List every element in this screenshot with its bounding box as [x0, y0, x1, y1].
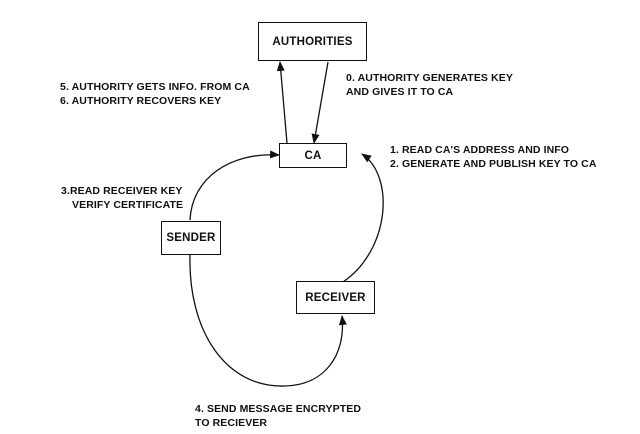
ca-node: CA	[279, 143, 347, 168]
label-line: VERIFY CERTIFICATE	[72, 199, 184, 211]
label-line: 6. AUTHORITY RECOVERS KEY	[60, 95, 222, 107]
arrow-authorities-to-ca	[311, 61, 329, 144]
label-line: TO RECIEVER	[195, 417, 268, 429]
authorities-node: AUTHORITIES	[258, 22, 367, 61]
sender-node: SENDER	[161, 221, 221, 255]
arrow-sender-to-receiver	[189, 254, 347, 387]
label-send-message: 4. SEND MESSAGE ENCRYPTED TO RECIEVER	[195, 402, 361, 430]
arrow-receiver-to-ca	[342, 153, 384, 283]
label-receiver-steps: 1. READ CA'S ADDRESS AND INFO 2. GENERAT…	[390, 143, 597, 171]
label-authority-gets-info: 5. AUTHORITY GETS INFO. FROM CA 6. AUTHO…	[60, 80, 250, 108]
arrow-ca-to-authorities	[276, 61, 288, 144]
label-line: 4. SEND MESSAGE ENCRYPTED	[195, 403, 362, 415]
label-authority-generates-key: 0. AUTHORITY GENERATES KEY AND GIVES IT …	[346, 71, 513, 99]
label-line: 0. AUTHORITY GENERATES KEY	[346, 72, 513, 84]
label-line: 2. GENERATE AND PUBLISH KEY TO CA	[390, 158, 597, 170]
label-line: 1. READ CA'S ADDRESS AND INFO	[390, 144, 570, 156]
label-line: 3.READ RECEIVER KEY	[61, 185, 183, 197]
arrow-sender-to-ca	[189, 150, 280, 221]
receiver-node: RECEIVER	[296, 281, 375, 314]
label-line: 5. AUTHORITY GETS INFO. FROM CA	[60, 81, 250, 93]
label-line: AND GIVES IT TO CA	[346, 86, 454, 98]
label-sender-reads-key: 3.READ RECEIVER KEY VERIFY CERTIFICATE	[61, 184, 183, 212]
